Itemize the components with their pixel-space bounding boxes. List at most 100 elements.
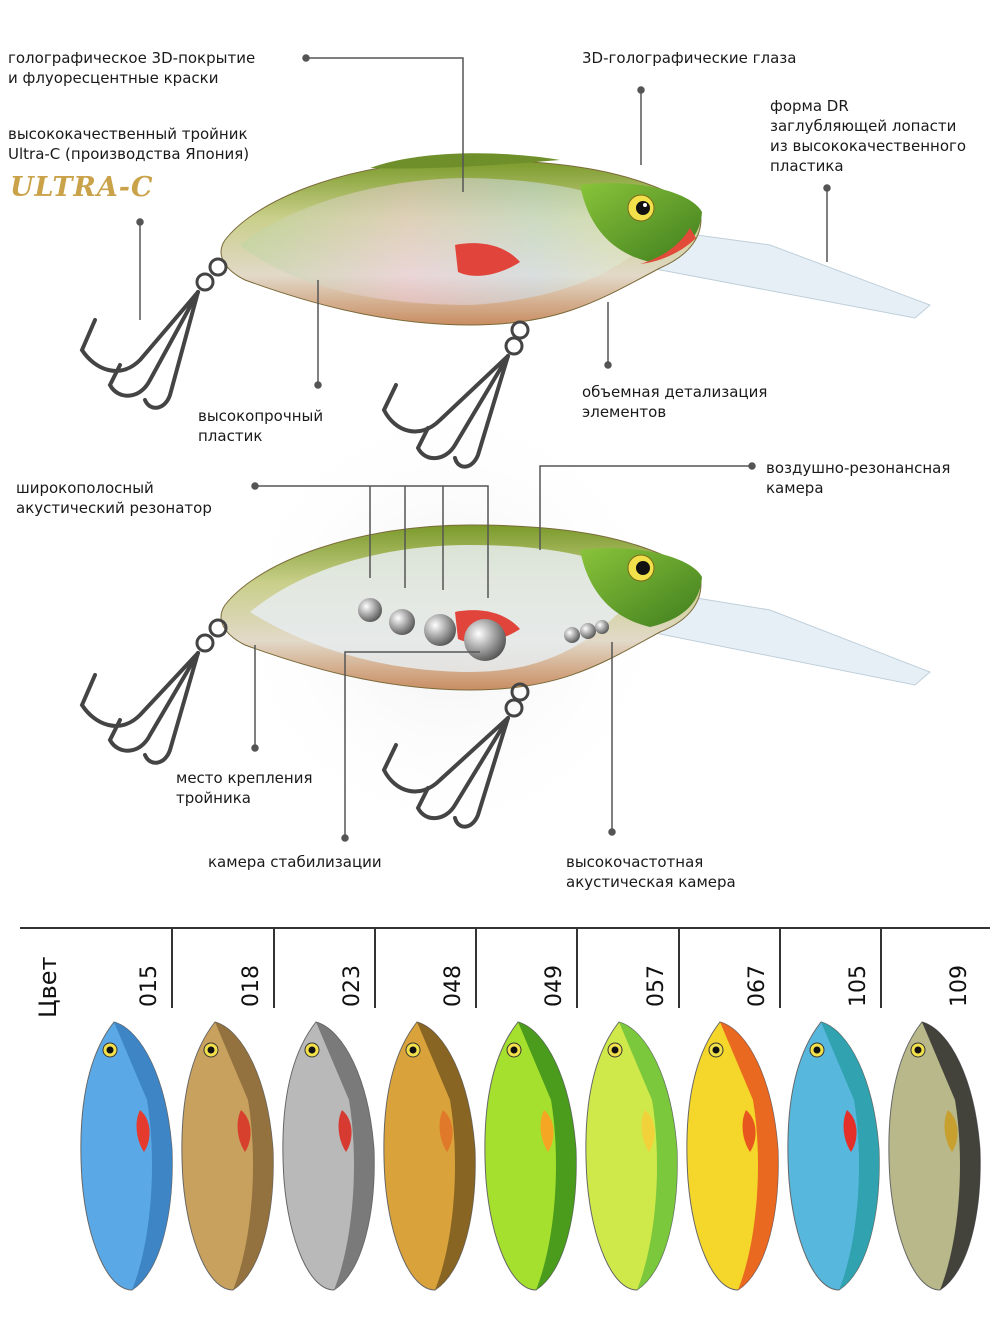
ultra-c-logo: ULTRA-C <box>10 172 154 203</box>
callout-line: акустический резонатор <box>16 499 212 517</box>
color-swatch-109 <box>888 1021 981 1291</box>
swatch-pupil <box>813 1046 821 1054</box>
color-swatch-023 <box>282 1021 375 1291</box>
color-swatch-048 <box>383 1021 476 1291</box>
swatch-fin <box>742 1110 756 1152</box>
hf-rattle-ball <box>580 623 596 639</box>
callout-line: камера стабилизации <box>208 853 382 871</box>
callout-line: объемная детализация <box>582 383 768 401</box>
swatch-fin <box>439 1110 453 1152</box>
swatch-fin <box>843 1110 857 1152</box>
callout-line: элементов <box>582 403 667 421</box>
color-swatches <box>80 1021 981 1291</box>
belly-treble-hook-2 <box>381 682 530 829</box>
gill-accent <box>640 228 696 264</box>
callout-line: заглубляющей лопасти <box>770 117 957 135</box>
color-code: 023 <box>340 965 365 1007</box>
swatch-pupil <box>409 1046 417 1054</box>
callout-line: широкополосный <box>16 479 154 497</box>
color-table-grid <box>20 927 990 1008</box>
lure-head-2 <box>580 548 702 627</box>
swatch-pupil <box>207 1046 215 1054</box>
callout-plastic: высокопрочный пластик <box>198 406 323 446</box>
swatch-pupil <box>611 1046 619 1054</box>
swatch-back <box>922 1022 981 1290</box>
lower-lure-cutaway <box>79 524 931 829</box>
swatch-back <box>720 1022 779 1290</box>
pectoral-fin <box>455 243 520 276</box>
callout-resonator: широкополосный акустический резонатор <box>16 478 212 518</box>
callout-line: голографическое 3D-покрытие <box>8 49 256 67</box>
swatch-fin <box>540 1110 554 1152</box>
callout-line: место крепления <box>176 769 313 787</box>
dorsal-stripe <box>370 153 560 169</box>
color-code: 048 <box>441 965 466 1007</box>
swatch-pupil <box>712 1046 720 1054</box>
color-code: 057 <box>644 965 669 1007</box>
lure-head <box>580 183 702 262</box>
color-swatch-049 <box>484 1021 577 1291</box>
callout-detail: объемная детализация элементов <box>582 382 767 422</box>
callout-line: форма DR <box>770 97 849 115</box>
color-swatch-067 <box>686 1021 779 1291</box>
eye-pupil <box>636 201 650 215</box>
eye-glint <box>643 203 647 207</box>
swatch-fin <box>136 1110 150 1152</box>
color-swatch-105 <box>787 1021 880 1291</box>
hf-rattle-ball <box>595 620 609 634</box>
belly-treble-hook <box>381 320 530 469</box>
callout-line: пластик <box>198 427 263 445</box>
rattle-ball <box>358 598 382 622</box>
swatch-pupil <box>914 1046 922 1054</box>
rattle-ball <box>389 609 415 635</box>
rattle-ball <box>424 614 456 646</box>
eye-pupil-2 <box>636 561 650 575</box>
swatch-back <box>518 1022 577 1290</box>
callout-line: воздушно-резонансная <box>766 459 951 477</box>
callout-holo-eyes: 3D-голографические глаза <box>582 48 796 68</box>
swatch-back <box>619 1022 678 1290</box>
upper-lure <box>79 153 931 469</box>
color-swatch-015 <box>80 1021 173 1291</box>
swatch-back <box>316 1022 375 1290</box>
color-code: 049 <box>542 965 567 1007</box>
swatch-pupil <box>308 1046 316 1054</box>
hf-rattle-ball <box>564 627 580 643</box>
rear-treble-hook-2 <box>79 618 228 765</box>
callout-lip-shape: форма DR заглубляющей лопасти из высокок… <box>770 96 966 176</box>
callout-treble-hook: высококачественный тройник Ultra-C (прои… <box>8 124 249 164</box>
callout-leaders <box>136 54 831 842</box>
swatch-back <box>417 1022 476 1290</box>
holographic-layer <box>240 178 660 305</box>
callout-line: и флуоресцентные краски <box>8 69 219 87</box>
color-code: 105 <box>846 965 871 1007</box>
color-code: 018 <box>239 965 264 1007</box>
callout-air-chamber: воздушно-резонансная камера <box>766 458 950 498</box>
swatch-pupil <box>106 1046 114 1054</box>
callout-line: из высококачественного <box>770 137 967 155</box>
swatch-fin <box>641 1110 655 1152</box>
rear-treble-hook <box>79 257 228 410</box>
rattle-ball <box>464 619 506 661</box>
swatch-fin <box>237 1110 251 1152</box>
callout-hook-mount: место крепления тройника <box>176 768 313 808</box>
callout-line: камера <box>766 479 824 497</box>
color-swatch-018 <box>181 1021 274 1291</box>
callout-holo-coating: голографическое 3D-покрытие и флуоресцен… <box>8 48 255 88</box>
callout-line: высокочастотная <box>566 853 704 871</box>
callout-hf-chamber: высокочастотная акустическая камера <box>566 852 736 892</box>
swatch-fin <box>944 1110 958 1152</box>
callout-stabilization: камера стабилизации <box>208 852 382 872</box>
callout-line: пластика <box>770 157 844 175</box>
color-code: 109 <box>947 965 972 1007</box>
swatch-back <box>821 1022 880 1290</box>
color-code: 067 <box>745 965 770 1007</box>
callout-line: высококачественный тройник <box>8 125 248 143</box>
callout-line: тройника <box>176 789 251 807</box>
swatch-back <box>114 1022 173 1290</box>
color-code: 015 <box>137 965 162 1007</box>
swatch-back <box>215 1022 274 1290</box>
color-swatch-057 <box>585 1021 678 1291</box>
